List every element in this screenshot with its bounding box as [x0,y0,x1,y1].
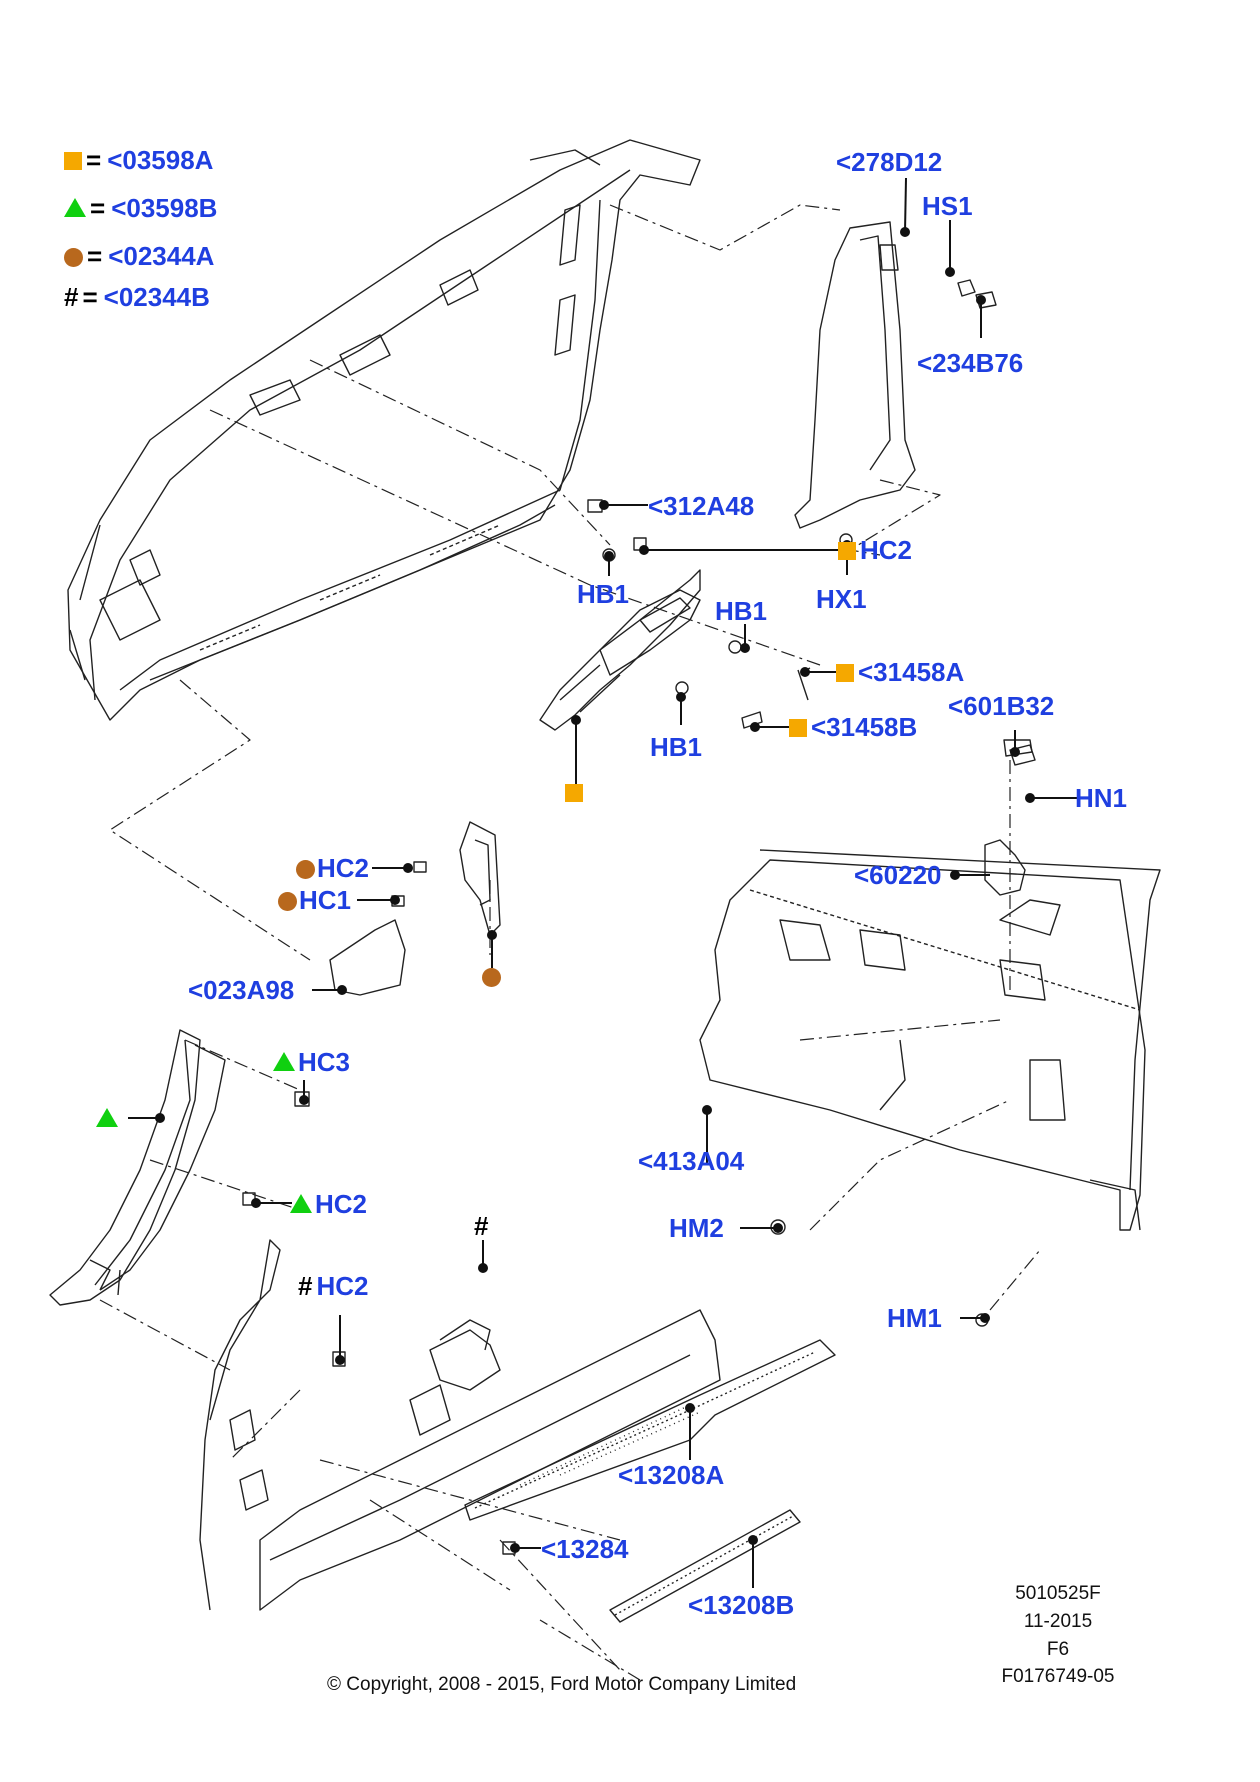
callout-60220[interactable]: <60220 [854,860,942,890]
green-triangle-icon [273,1052,295,1071]
callout-13208a[interactable]: <13208A [618,1460,725,1490]
hash-icon: # [64,282,79,312]
callout-31458b[interactable]: <31458B [789,714,917,740]
diagram-ref: F0176749-05 [1001,1666,1115,1687]
diagram-code: 5010525F [1015,1583,1101,1604]
green-triangle-icon [64,198,86,217]
legend-row-2: =<03598B [64,195,217,221]
brown-circle-icon [278,892,297,911]
callout-hx1[interactable]: HX1 [816,584,867,614]
callout-hc2-hash[interactable]: #HC2 [298,1271,369,1301]
legend-row-1: =<03598A [64,147,213,173]
center-pillar-trim [539,569,701,731]
callout-hb1-middle[interactable]: HB1 [715,596,768,626]
orange-square-icon [838,542,856,560]
diagram-date: 11-2015 [1023,1611,1093,1632]
legend-row-3: =<02344A [64,243,214,269]
callout-hb1-left[interactable]: HB1 [577,579,630,609]
callout-601b32[interactable]: <601B32 [948,691,1055,721]
scuff-plate-rear [609,1509,801,1623]
scuff-plate-front [464,1339,836,1521]
callout-413a04[interactable]: <413A04 [638,1146,745,1176]
fasteners [242,291,1033,1555]
callout-hm1[interactable]: HM1 [887,1303,942,1333]
b-pillar-upper-trim [794,221,976,529]
rear-panel [699,849,1161,1231]
callout-31458a[interactable]: <31458A [836,659,964,685]
callout-hc2-orange[interactable]: HC2 [838,537,912,563]
hash-marker: # [474,1211,489,1241]
green-triangle-icon [290,1194,312,1213]
callout-023a98[interactable]: <023A98 [188,975,295,1005]
callout-hc3-green[interactable]: HC3 [273,1049,350,1075]
copyright: © Copyright, 2008 - 2015, Ford Motor Com… [327,1674,797,1695]
callout-hn1[interactable]: HN1 [1075,783,1128,813]
lower-body-side [199,1239,721,1611]
brown-circle-icon [296,860,315,879]
a-pillar-trim [49,1029,226,1306]
legend-label[interactable]: <02344A [108,241,215,271]
callout-hc1-brown[interactable]: HC1 [278,887,351,913]
callout-hb1-bottom[interactable]: HB1 [650,732,703,762]
orange-square-marker [565,784,583,802]
callout-hc2-brown[interactable]: HC2 [296,855,369,881]
callout-13284[interactable]: <13284 [541,1534,629,1564]
green-triangle-marker [96,1108,118,1127]
callout-312a48[interactable]: <312A48 [648,491,755,521]
assembly-lines [99,204,1041,1681]
body-side-frame [67,139,701,721]
hinge-bracket [984,744,1036,896]
orange-square-icon [64,152,82,170]
brown-circle-marker [482,968,501,987]
callout-278d12[interactable]: <278D12 [836,147,943,177]
legend-label[interactable]: <02344B [103,282,210,312]
callout-hm2[interactable]: HM2 [669,1213,724,1243]
legend-row-4: #=<02344B [64,282,210,312]
orange-square-icon [789,719,807,737]
legend-label[interactable]: <03598B [111,193,218,223]
diagram-page: F6 [1046,1639,1070,1660]
brown-circle-icon [64,248,83,267]
callout-hs1[interactable]: HS1 [922,191,973,221]
callout-234b76[interactable]: <234B76 [917,348,1024,378]
orange-square-icon [836,664,854,682]
callout-13208b[interactable]: <13208B [688,1590,795,1620]
callout-hc2-green[interactable]: HC2 [290,1191,367,1217]
a-pillar-lower-trim [329,821,501,996]
legend-label[interactable]: <03598A [107,145,214,175]
hash-icon: # [298,1271,313,1301]
